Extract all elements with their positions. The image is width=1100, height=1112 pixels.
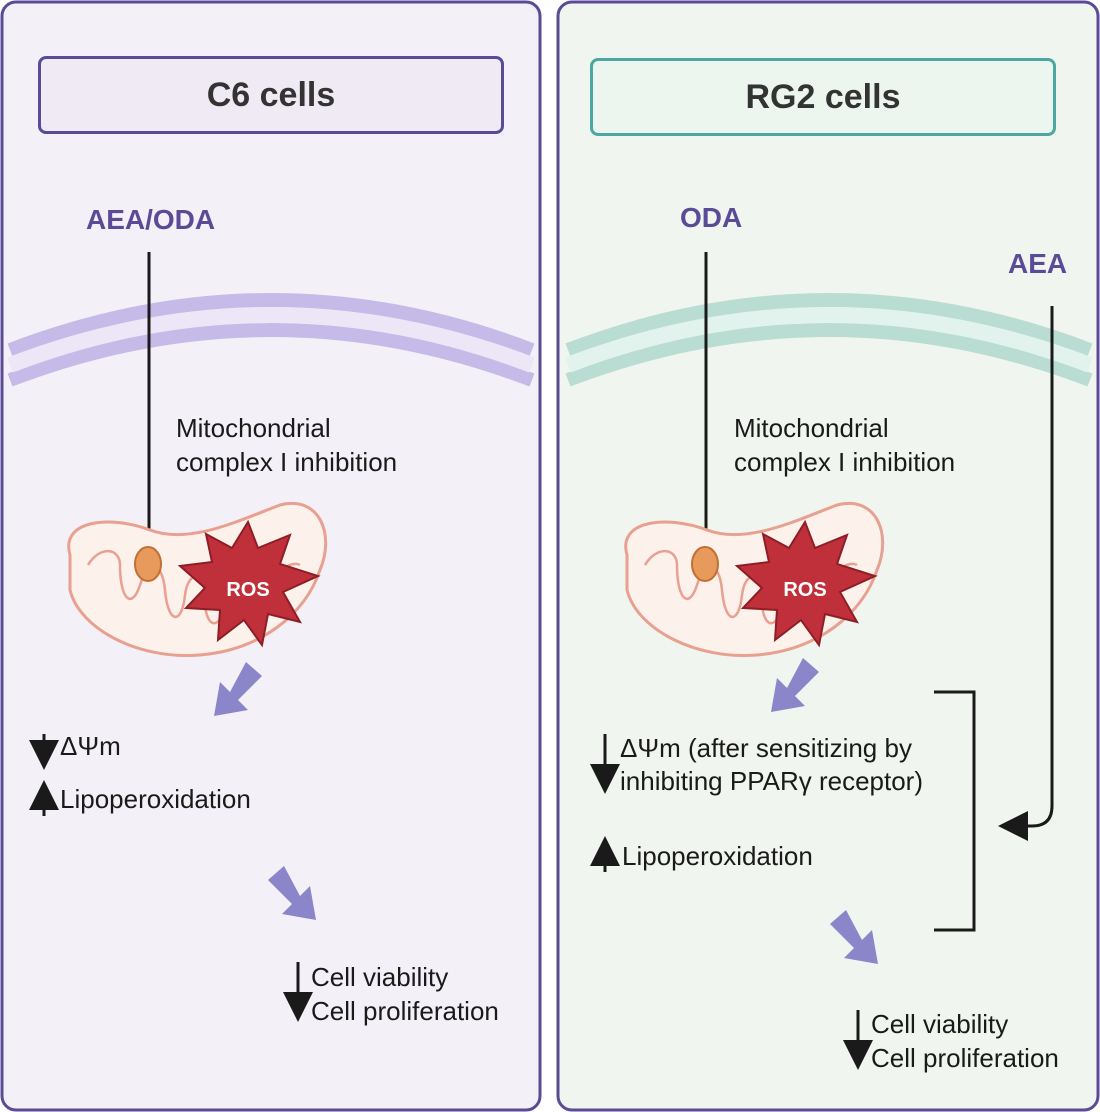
c6-title: C6 cells <box>206 75 336 114</box>
rg2-cell-membrane <box>565 293 1093 387</box>
rg2-ros-label: ROS <box>783 579 826 601</box>
rg2-target-label: Mitochondrial complex I inhibition <box>734 413 956 477</box>
rg2-bracket <box>934 690 976 932</box>
c6-complex-i <box>134 546 162 582</box>
c6-lipoperoxidation-label: Lipoperoxidation <box>60 784 251 814</box>
rg2-block-arrow-2 <box>830 910 878 964</box>
rg2-cell-proliferation-label: Cell proliferation <box>871 1043 1059 1073</box>
rg2-oda-label: ODA <box>680 202 743 233</box>
c6-block-arrow-2 <box>268 866 316 920</box>
c6-panel: ROS <box>0 0 542 1112</box>
c6-title-box: C6 cells <box>38 56 504 134</box>
rg2-title-box: RG2 cells <box>590 58 1056 136</box>
c6-agent-label: AEA/ODA <box>86 204 216 235</box>
c6-cell-proliferation-label: Cell proliferation <box>311 996 499 1026</box>
c6-delta-psi-label: ΔΨm <box>60 731 121 761</box>
rg2-aea-pathway-line <box>998 306 1054 841</box>
rg2-delta-psi-label-line2: inhibiting PPARγ receptor) <box>620 766 923 796</box>
rg2-ros-burst-icon <box>734 519 878 648</box>
c6-ros-burst-icon <box>177 519 321 648</box>
rg2-delta-psi-label-line1: ΔΨm (after sensitizing by <box>620 733 912 763</box>
c6-block-arrow-1 <box>214 662 262 716</box>
rg2-block-arrow-1 <box>771 658 819 712</box>
c6-target-label: Mitochondrial complex I inhibition <box>176 413 398 477</box>
c6-ros-label: ROS <box>226 579 269 601</box>
rg2-cell-viability-label: Cell viability <box>871 1009 1009 1039</box>
rg2-panel: ROS <box>556 0 1100 1112</box>
c6-cell-viability-label: Cell viability <box>311 962 449 992</box>
rg2-aea-label: AEA <box>1008 248 1068 279</box>
rg2-lipoperoxidation-label: Lipoperoxidation <box>622 841 813 871</box>
rg2-title: RG2 cells <box>745 77 901 116</box>
rg2-complex-i <box>691 546 719 582</box>
c6-cell-membrane <box>7 293 535 387</box>
